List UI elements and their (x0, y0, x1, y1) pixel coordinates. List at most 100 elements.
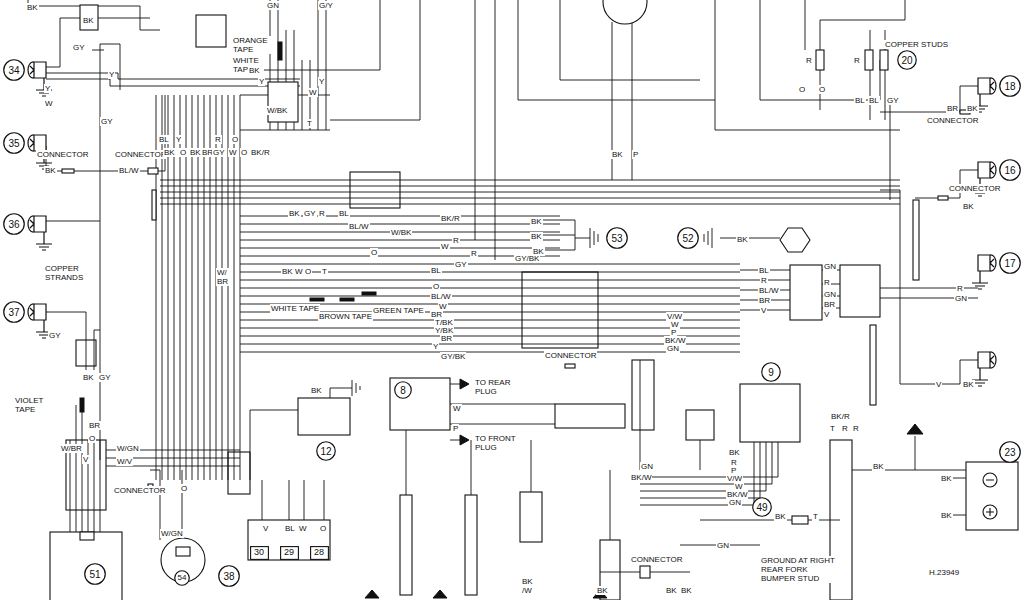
component-outline (50, 0, 1018, 600)
wire-label: R (318, 209, 326, 218)
tape-marker (80, 42, 923, 598)
component-outline (986, 480, 994, 516)
wire-label: GN (716, 541, 730, 550)
component-outline (792, 516, 808, 524)
wire (330, 0, 715, 260)
component-outline (76, 340, 96, 366)
wire-label: W (440, 242, 450, 251)
component-outline (148, 168, 158, 174)
component-outline (790, 265, 822, 320)
component-outline (816, 50, 824, 70)
circle-outline (1000, 253, 1021, 274)
tape-marker (365, 424, 923, 598)
wire-label: BK (248, 66, 261, 75)
wire-label: BK/R (830, 412, 851, 421)
component-outline (520, 492, 542, 542)
wire-label: P (632, 150, 639, 159)
wire-label: GN (666, 344, 680, 353)
callout-number: 51 (89, 569, 100, 580)
lamp-symbol (28, 62, 52, 96)
wire-label: BK /W (521, 577, 535, 595)
circle-outline (395, 382, 412, 399)
wire-label: GY (100, 117, 114, 126)
wire-label: R (841, 424, 849, 433)
wire-label: H.23949 (928, 568, 960, 577)
circle-outline (85, 564, 106, 585)
component-outline (400, 495, 412, 595)
component-outline (62, 169, 74, 173)
wire-label: BL (758, 266, 770, 275)
wire (406, 420, 690, 572)
wire-label: W (452, 404, 462, 413)
wire-label: BR (88, 421, 101, 430)
wire-label: W/ BR (216, 268, 230, 286)
callout-number: 28 (314, 548, 324, 558)
circle-outline (175, 571, 190, 586)
wire-label: V (823, 310, 830, 319)
component-outline (268, 82, 298, 122)
wire-label: COPPER STRANDS (44, 264, 88, 282)
component-outline (686, 410, 714, 440)
box-outline (310, 547, 328, 560)
terminal-box: 30 (250, 546, 269, 560)
component-outline (603, 0, 647, 24)
wire-label: BK (310, 386, 323, 395)
callout-circle: 54 (174, 570, 190, 586)
wire-label: BK (530, 232, 543, 241)
wire-label: O (304, 267, 312, 276)
callout-circle: 20 (897, 50, 917, 70)
wire-label: BK (288, 209, 301, 218)
callout-number: 49 (756, 502, 767, 513)
component-outline (632, 360, 654, 430)
wire-label: GREEN TAPE (372, 306, 425, 315)
component-outline (196, 15, 226, 47)
wire-label: BL (158, 135, 170, 144)
wire-label: BK (940, 474, 953, 483)
wire-label: O (798, 85, 806, 94)
callout-circle: 38 (218, 565, 240, 587)
wire-label: BK/W (630, 473, 652, 482)
wire (46, 95, 165, 171)
wire (106, 450, 240, 540)
wire-label: O (240, 148, 248, 157)
wire-label: R (956, 284, 964, 293)
wire (156, 95, 240, 480)
component-outline (740, 384, 800, 442)
lamp-symbol (972, 352, 996, 386)
circle-outline (4, 60, 25, 81)
component-outline (966, 462, 1018, 530)
wire-label: BL/W (118, 166, 140, 175)
box-outline (280, 547, 298, 560)
wire-label: W/GN (160, 529, 184, 538)
wire-label: BK (736, 235, 749, 244)
callout-number: 18 (1004, 81, 1015, 92)
tape-marker (362, 292, 376, 295)
component-outline (80, 532, 94, 540)
wire-label: CONNECTOR (114, 150, 167, 159)
wire-label: CONNECTOR (630, 555, 683, 564)
callout-number: 17 (1004, 258, 1015, 269)
callout-number: 9 (768, 367, 774, 378)
wire (640, 442, 778, 505)
wire-label: BK (962, 202, 975, 211)
component-outline (248, 520, 330, 560)
wire (880, 86, 978, 384)
wire-label: GN (823, 262, 837, 271)
wire-label: W/BR (60, 444, 83, 453)
wire-label: GN (640, 462, 654, 471)
wire-label: P (452, 424, 459, 433)
wire-label: T (812, 512, 819, 521)
component-outline (298, 398, 350, 435)
wire (250, 380, 360, 480)
tape-marker (340, 298, 354, 301)
circle-outline (4, 133, 25, 154)
wire-label: CONNECTOR (948, 184, 1001, 193)
callout-number: 37 (8, 307, 19, 318)
wire-label: BK/R (250, 148, 271, 157)
callout-circle: 16 (999, 159, 1021, 181)
wire-label: CONNECTOR (926, 116, 979, 125)
component-outline (152, 190, 156, 220)
component-outline (840, 265, 880, 317)
wire-label: BK (611, 150, 624, 159)
